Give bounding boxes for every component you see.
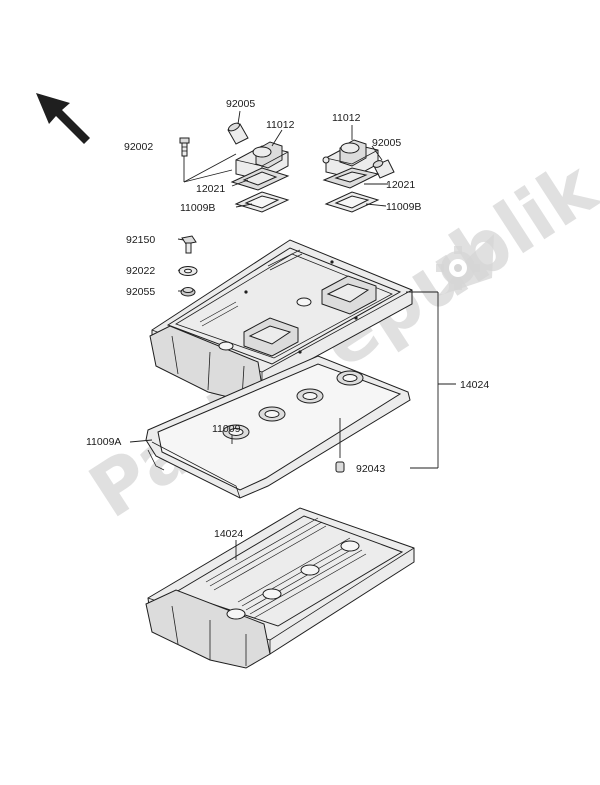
seal-11009-set (222, 370, 364, 440)
grommet-92043 (335, 461, 345, 473)
leader-lines (129, 110, 456, 560)
cylinder-head-cover-lower (145, 507, 415, 669)
label-11009a: 11009A (86, 436, 121, 448)
seal-11009-1 (222, 424, 250, 440)
cylinder-head-cover-upper (149, 239, 413, 401)
label-14024-right: 14024 (460, 379, 489, 391)
seal-11009-4 (336, 370, 364, 386)
cap-92005-right (372, 159, 395, 179)
bracket-12021-right (322, 167, 380, 189)
seal-11009-3 (296, 388, 324, 404)
bracket-12021-left (230, 167, 290, 191)
part-labels: 92005 11012 92002 12021 11009B 11012 920… (86, 98, 489, 540)
cap-92005-left (227, 122, 249, 145)
label-12021-right: 12021 (386, 179, 415, 191)
label-11009b-right: 11009B (386, 201, 421, 213)
direction-arrow-icon (36, 93, 90, 144)
bolt-92002 (179, 137, 190, 157)
ignition-coil-left (179, 122, 290, 213)
label-11009: 11009 (212, 423, 241, 435)
label-11012-left: 11012 (266, 119, 295, 131)
grommet-92055 (180, 287, 196, 297)
label-92005-right: 92005 (372, 137, 401, 149)
ignition-coil-right (322, 139, 395, 213)
seal-11009b-right (324, 191, 380, 213)
bolt-92150 (181, 235, 197, 254)
label-11009b-left: 11009B (180, 202, 215, 214)
washer-92022 (178, 266, 198, 276)
seal-11009-2 (258, 406, 286, 422)
label-92022: 92022 (126, 265, 155, 277)
label-92055: 92055 (126, 286, 155, 298)
gear-icon (436, 234, 494, 296)
label-92002: 92002 (124, 141, 153, 153)
label-14024-bottom: 14024 (214, 528, 243, 540)
label-92150: 92150 (126, 234, 155, 246)
label-11012-right: 11012 (332, 112, 361, 124)
label-12021-left: 12021 (196, 183, 225, 195)
seal-11009b-left (234, 191, 290, 213)
gasket-11009a (145, 355, 411, 499)
coil-11012-right (322, 139, 379, 179)
label-92005-left: 92005 (226, 98, 255, 110)
label-92043: 92043 (356, 463, 385, 475)
